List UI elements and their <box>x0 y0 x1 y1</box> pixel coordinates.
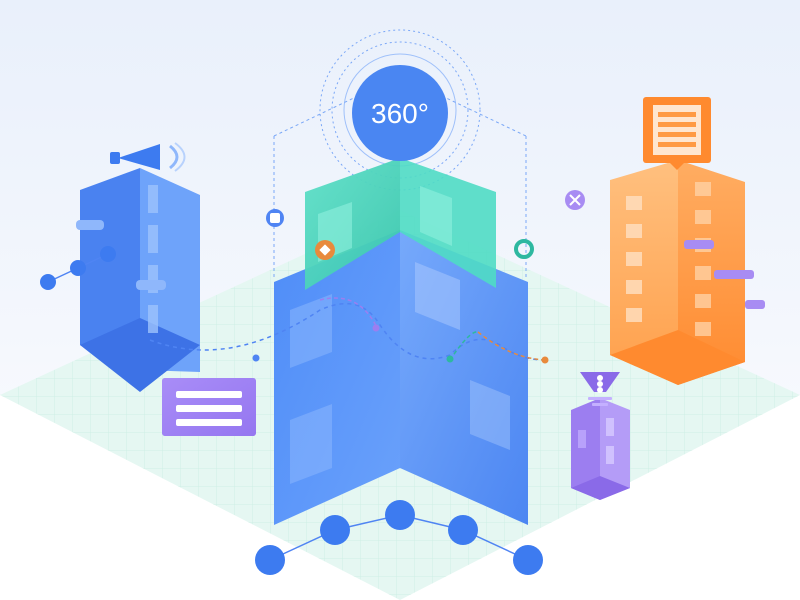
connector-paths <box>149 297 549 364</box>
central-tower <box>274 158 528 525</box>
filter-icon <box>580 372 620 406</box>
document-icon <box>643 97 711 170</box>
bottom-node-chain <box>255 500 543 575</box>
close-icon <box>565 190 585 210</box>
right-tower <box>610 160 765 385</box>
left-tower <box>76 168 200 392</box>
list-card <box>162 378 256 436</box>
purple-tower <box>571 398 630 500</box>
megaphone-icon <box>110 142 186 172</box>
left-node-chain <box>40 246 116 290</box>
square-node-icon <box>266 209 284 227</box>
hub-360-label: 360° <box>371 98 429 129</box>
hub-360-badge: 360° <box>352 65 448 161</box>
list-line-icon <box>176 391 242 398</box>
diamond-node-icon <box>315 240 335 260</box>
ring-node-icon <box>514 239 534 259</box>
